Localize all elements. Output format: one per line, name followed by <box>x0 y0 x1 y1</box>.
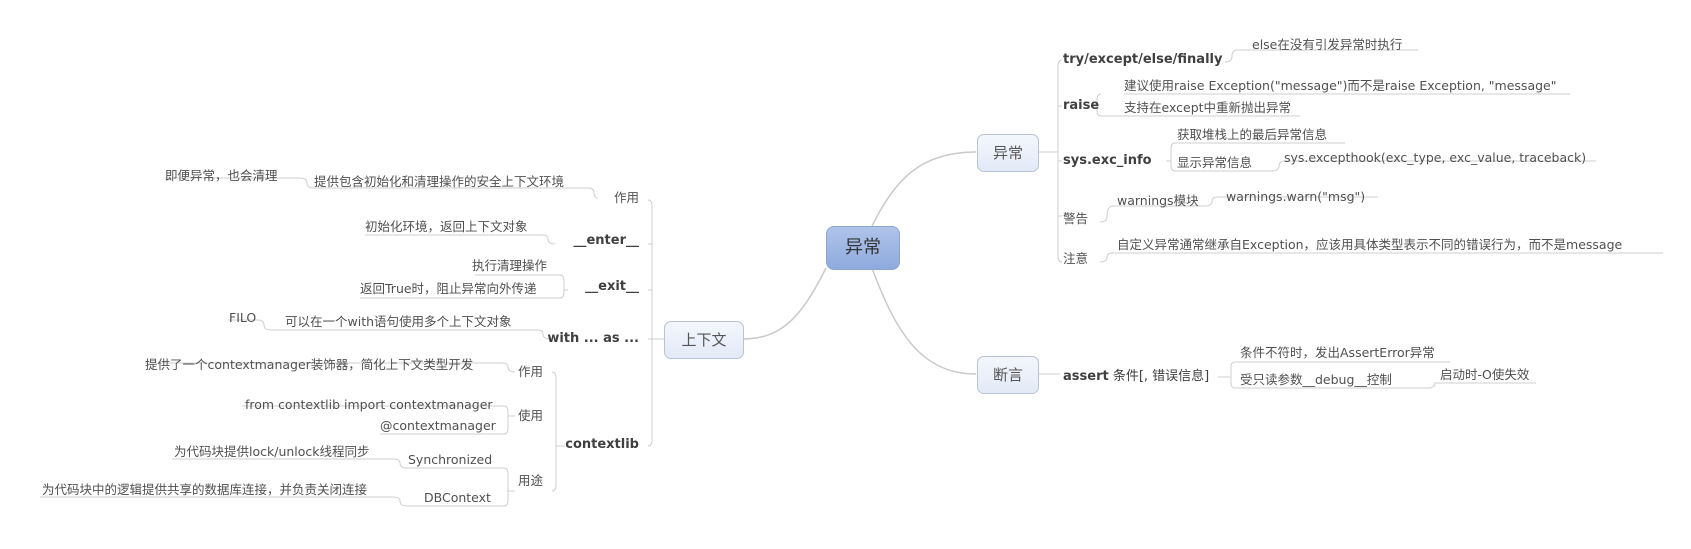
leaf-init-env[interactable]: 初始化环境，返回上下文对象 <box>365 219 528 234</box>
assert-args: 条件[, 错误信息] <box>1108 369 1210 384</box>
leaf-warnings-warn[interactable]: warnings.warn("msg") <box>1226 189 1366 204</box>
subtopic-enter[interactable]: __enter__ <box>573 233 639 248</box>
topic-context-label: 上下文 <box>681 331 727 349</box>
leaf-last-exception[interactable]: 获取堆栈上的最后异常信息 <box>1177 127 1328 142</box>
subtopic-with-as[interactable]: with ... as ... <box>547 331 639 346</box>
leaf-multiple-contexts[interactable]: 可以在一个with语句使用多个上下文对象 <box>285 314 512 329</box>
root-node[interactable]: 异常 <box>826 226 900 270</box>
contextlib-purpose[interactable]: 作用 <box>518 364 544 379</box>
topic-exception-label: 异常 <box>992 144 1023 162</box>
leaf-debug-control[interactable]: 受只读参数__debug__控制 <box>1240 372 1392 387</box>
connector-root-context <box>741 267 827 340</box>
leaf-show-exception[interactable]: 显示异常信息 <box>1177 155 1253 170</box>
subtopic-warning[interactable]: 警告 <box>1063 211 1089 226</box>
subtopic-exit[interactable]: __exit__ <box>585 279 639 294</box>
leaf-raise-suggest[interactable]: 建议使用raise Exception("message")而不是raise E… <box>1124 78 1557 93</box>
leaf-import-contextmanager[interactable]: from contextlib import contextmanager <box>245 397 493 412</box>
contextlib-uses[interactable]: 用途 <box>518 473 544 488</box>
leaf-warnings-module[interactable]: warnings模块 <box>1117 193 1199 208</box>
leaf-at-contextmanager[interactable]: @contextmanager <box>380 418 496 433</box>
topic-assertion[interactable]: 断言 <box>977 356 1039 394</box>
leaf-safe-context[interactable]: 提供包含初始化和清理操作的安全上下文环境 <box>314 174 565 189</box>
leaf-dbcontext-desc[interactable]: 为代码块中的逻辑提供共享的数据库连接，并负责关闭连接 <box>42 482 368 497</box>
subtopic-raise[interactable]: raise <box>1063 98 1100 113</box>
topic-exception[interactable]: 异常 <box>977 134 1039 172</box>
root-node-label: 异常 <box>845 237 881 258</box>
assert-keyword: assert <box>1063 369 1109 384</box>
leaf-cleanup[interactable]: 执行清理操作 <box>472 258 548 273</box>
subtopic-sys-exc-info[interactable]: sys.exc_info <box>1063 153 1152 168</box>
leaf-custom-exception[interactable]: 自定义异常通常继承自Exception，应该用具体类型表示不同的错误行为，而不是… <box>1117 237 1623 252</box>
topic-assertion-label: 断言 <box>992 366 1023 384</box>
leaf-return-true[interactable]: 返回True时，阻止异常向外传递 <box>360 281 537 296</box>
leaf-synchronized[interactable]: Synchronized <box>408 452 493 467</box>
topic-context[interactable]: 上下文 <box>664 321 744 359</box>
leaf-optimize-flag[interactable]: 启动时-O使失效 <box>1440 367 1530 382</box>
connector-root-exception <box>871 151 977 227</box>
subtopic-purpose[interactable]: 作用 <box>613 190 639 205</box>
leaf-raise-rethrow[interactable]: 支持在except中重新抛出异常 <box>1124 100 1292 115</box>
leaf-cleanup-anyway[interactable]: 即便异常，也会清理 <box>165 168 278 183</box>
subtopic-note[interactable]: 注意 <box>1063 251 1089 266</box>
contextlib-usage[interactable]: 使用 <box>518 408 544 423</box>
subtopic-try-except[interactable]: try/except/else/finally <box>1063 52 1223 67</box>
subtopic-assert-syntax[interactable]: assert 条件[, 错误信息] <box>1063 369 1209 385</box>
leaf-contextmanager-decorator[interactable]: 提供了一个contextmanager装饰器，简化上下文类型开发 <box>145 357 474 372</box>
subtopic-contextlib[interactable]: contextlib <box>565 437 639 452</box>
connector-root-assertion <box>871 267 977 375</box>
leaf-dbcontext[interactable]: DBContext <box>424 490 491 505</box>
leaf-assert-error[interactable]: 条件不符时，发出AssertError异常 <box>1240 345 1435 360</box>
leaf-else[interactable]: else在没有引发异常时执行 <box>1252 37 1403 52</box>
leaf-excepthook[interactable]: sys.excepthook(exc_type, exc_value, trac… <box>1284 150 1587 165</box>
leaf-filo[interactable]: FILO <box>229 310 257 325</box>
leaf-sync-desc[interactable]: 为代码块提供lock/unlock线程同步 <box>174 444 370 459</box>
